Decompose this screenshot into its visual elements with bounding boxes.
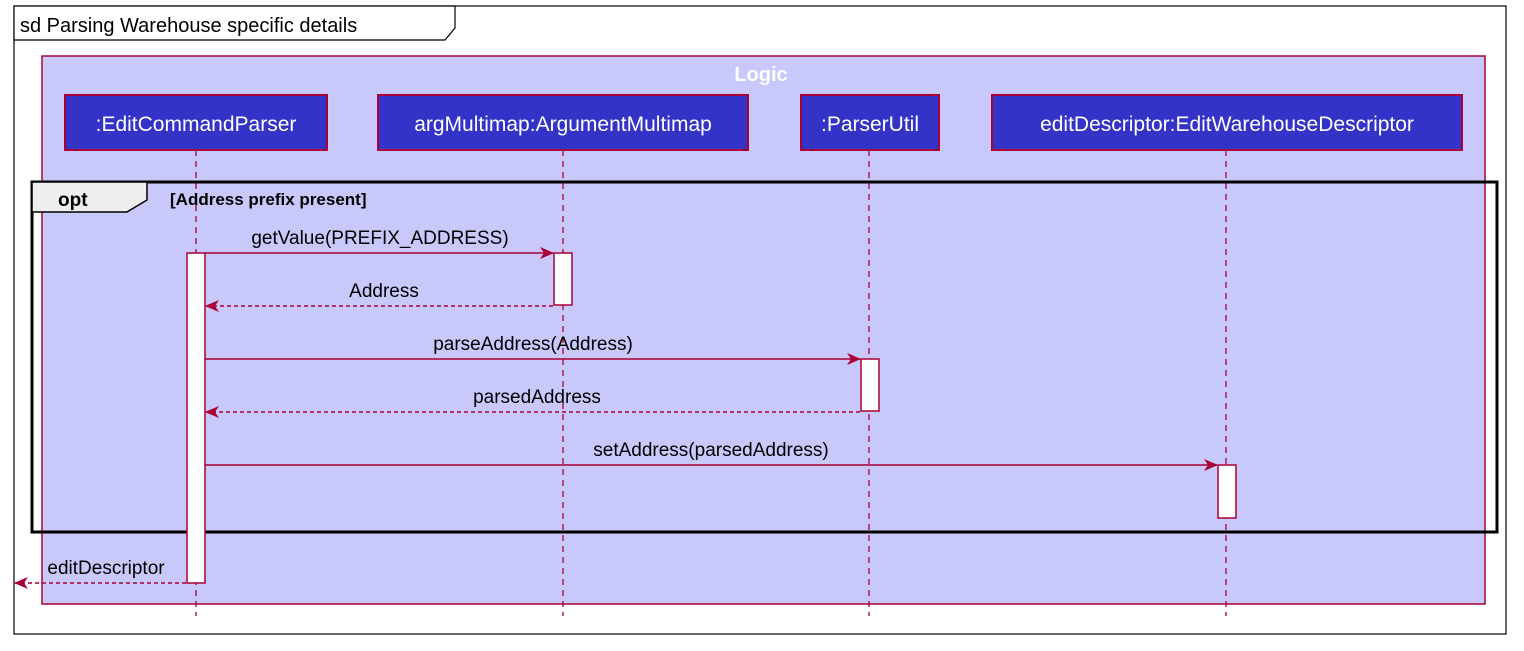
- message-label: setAddress(parsedAddress): [593, 440, 829, 461]
- participant-util: :ParserUtil: [800, 94, 940, 151]
- message-label: getValue(PREFIX_ADDRESS): [251, 228, 508, 249]
- message-label: parseAddress(Address): [433, 334, 633, 355]
- opt-fragment: opt [Address prefix present]: [30, 180, 1499, 534]
- message-parse-address: parseAddress(Address): [205, 334, 861, 365]
- message-address-return: Address: [205, 281, 553, 312]
- sd-frame-title: sd Parsing Warehouse specific details: [20, 15, 357, 37]
- message-parsed-address-return: parsedAddress: [205, 387, 860, 418]
- message-label: Address: [349, 281, 419, 302]
- message-edit-descriptor-return: editDescriptor: [14, 558, 186, 589]
- message-set-address: setAddress(parsedAddress): [205, 440, 1218, 471]
- opt-fragment-guard: [Address prefix present]: [170, 190, 367, 209]
- participant-multimap: argMultimap:ArgumentMultimap: [377, 94, 749, 151]
- participant-descriptor-label: editDescriptor:EditWarehouseDescriptor: [1040, 113, 1414, 136]
- message-label: parsedAddress: [473, 387, 601, 408]
- logic-box-title: Logic: [734, 64, 787, 86]
- activation-multimap: [553, 252, 573, 306]
- activation-util: [860, 358, 880, 412]
- opt-fragment-operator: opt: [58, 190, 88, 211]
- participant-parser: :EditCommandParser: [64, 94, 328, 151]
- message-label: editDescriptor: [47, 558, 165, 579]
- participant-multimap-label: argMultimap:ArgumentMultimap: [414, 113, 712, 136]
- activation-descriptor: [1217, 464, 1237, 519]
- participant-util-label: :ParserUtil: [821, 113, 919, 136]
- activation-parser: [186, 252, 206, 584]
- participant-descriptor: editDescriptor:EditWarehouseDescriptor: [991, 94, 1463, 151]
- participant-parser-label: :EditCommandParser: [96, 113, 297, 136]
- activations: [186, 252, 1237, 584]
- message-get-value: getValue(PREFIX_ADDRESS): [205, 228, 554, 259]
